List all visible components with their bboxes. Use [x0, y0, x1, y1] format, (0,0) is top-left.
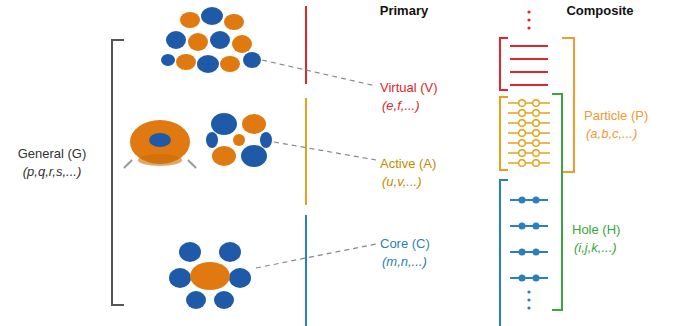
group-label: General (G) — [18, 146, 87, 162]
ellipsis-dots — [527, 10, 530, 29]
active-line — [305, 98, 307, 205]
leader-line — [262, 60, 376, 86]
core-line — [305, 215, 307, 326]
active-orbital — [124, 120, 196, 168]
index-label: (m,n,...) — [382, 254, 427, 270]
space-label: Hole (H) — [572, 222, 620, 238]
index-label: (i,j,k,...) — [574, 240, 617, 256]
column-heading: Primary — [380, 3, 428, 19]
virtual-orbital — [161, 7, 261, 73]
active-orbital — [206, 113, 272, 167]
leader-line — [274, 142, 376, 160]
general-bracket — [112, 40, 124, 305]
space-label: Core (C) — [380, 236, 430, 252]
leader-line — [256, 244, 376, 268]
hole-bracket — [552, 94, 562, 310]
column-heading: Composite — [566, 3, 633, 19]
index-label: (a,b,c,...) — [586, 126, 637, 142]
ellipsis-dots — [527, 290, 530, 309]
particle-bracket — [562, 38, 574, 172]
active-levels — [508, 100, 550, 167]
core-levels — [510, 197, 548, 282]
active-bracket — [500, 97, 508, 170]
core-orbital — [169, 242, 251, 309]
space-label: Active (A) — [380, 156, 436, 172]
virtual-levels — [510, 46, 548, 85]
virtual-bracket — [500, 38, 508, 90]
index-label: (u,v,...) — [382, 174, 421, 190]
core-bracket — [500, 180, 508, 326]
space-label: Particle (P) — [584, 108, 648, 124]
space-label: Virtual (V) — [380, 80, 438, 96]
index-label: (p,q,r,s,...) — [23, 164, 82, 180]
index-label: (e,f,...) — [382, 98, 420, 114]
virtual-line — [305, 6, 307, 84]
